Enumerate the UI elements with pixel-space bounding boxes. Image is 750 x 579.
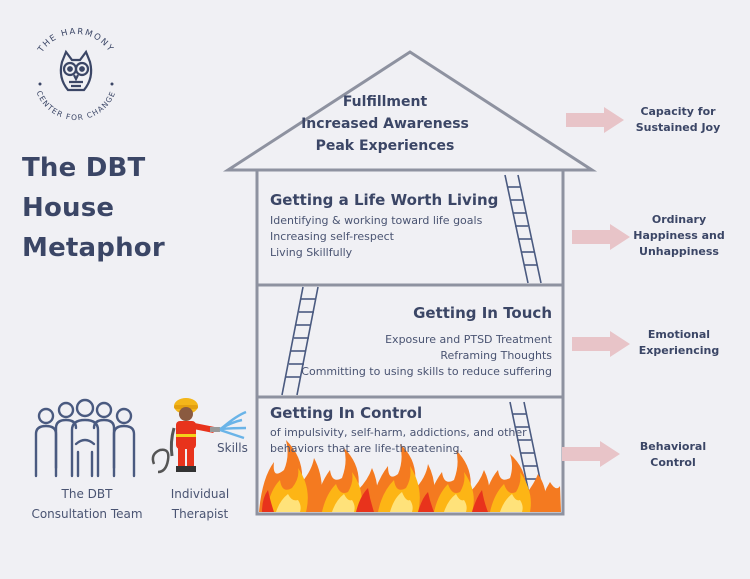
owl-icon bbox=[59, 49, 93, 92]
therapist-label: Individual Therapist bbox=[158, 484, 242, 524]
outcome-line: Experiencing bbox=[638, 344, 720, 357]
floor-top-title: Getting a Life Worth Living bbox=[270, 191, 499, 209]
team-icon bbox=[34, 398, 136, 478]
team-label-line: The DBT bbox=[61, 487, 113, 501]
team-label: The DBT Consultation Team bbox=[20, 484, 154, 524]
floor-middle-list: Exposure and PTSD Treatment Reframing Th… bbox=[300, 332, 552, 380]
outcome-label: Ordinary Happiness and Unhappiness bbox=[629, 212, 729, 260]
therapist-label-line: Individual bbox=[170, 487, 230, 501]
skills-label: Skills bbox=[217, 441, 248, 455]
arrow-right-icon bbox=[572, 224, 630, 250]
house-walls bbox=[255, 168, 565, 516]
firefighter-icon bbox=[151, 398, 247, 474]
floor-middle-title: Getting In Touch bbox=[413, 304, 552, 322]
floor-bottom-item: behaviors that are life-threatening. bbox=[270, 442, 463, 455]
floor-top-list: Identifying & working toward life goals … bbox=[270, 213, 482, 261]
floor-bottom-list: of impulsivity, self-harm, addictions, a… bbox=[270, 425, 527, 457]
floor-bottom-title: Getting In Control bbox=[270, 404, 423, 422]
ladder-icon bbox=[281, 286, 319, 396]
roof-text: Fulfillment Increased Awareness Peak Exp… bbox=[300, 91, 470, 157]
floor-top-item: Increasing self-respect bbox=[270, 230, 394, 243]
roof-line: Fulfillment bbox=[342, 94, 428, 110]
page-title: The DBT House Metaphor bbox=[22, 148, 192, 268]
title-line: Metaphor bbox=[22, 233, 165, 263]
title-line: The DBT bbox=[22, 153, 146, 183]
floor-bottom-item: of impulsivity, self-harm, addictions, a… bbox=[270, 426, 527, 439]
outcome-line: Happiness and bbox=[633, 229, 725, 242]
arrow-right-icon bbox=[562, 441, 620, 467]
outcome-line: Unhappiness bbox=[639, 245, 719, 258]
outcome-line: Control bbox=[650, 456, 696, 469]
floor-middle-item: Exposure and PTSD Treatment bbox=[385, 333, 552, 346]
floor-middle-item: Reframing Thoughts bbox=[440, 349, 552, 362]
floor-middle-item: Committing to using skills to reduce suf… bbox=[301, 365, 552, 378]
outcome-line: Ordinary bbox=[651, 213, 707, 226]
arrow-right-icon bbox=[572, 331, 630, 357]
ladder-icon bbox=[504, 174, 542, 284]
arrow-right-icon bbox=[566, 107, 624, 133]
roof-line: Increased Awareness bbox=[301, 116, 469, 132]
title-line: House bbox=[22, 193, 115, 223]
team-label-line: Consultation Team bbox=[31, 507, 143, 521]
flames-icon bbox=[259, 440, 561, 512]
floor-top-item: Identifying & working toward life goals bbox=[270, 214, 483, 227]
therapist-label-line: Therapist bbox=[171, 507, 229, 521]
roof-line: Peak Experiences bbox=[315, 138, 455, 154]
outcome-line: Capacity for bbox=[640, 105, 716, 118]
outcome-label: Emotional Experiencing bbox=[629, 327, 729, 359]
outcome-line: Emotional bbox=[647, 328, 711, 341]
outcome-line: Behavioral bbox=[639, 440, 707, 453]
floor-top-item: Living Skillfully bbox=[270, 246, 353, 259]
harmony-logo: THE HARMONY CENTER FOR CHANGE bbox=[34, 27, 116, 122]
outcome-label: Capacity for Sustained Joy bbox=[628, 104, 728, 136]
outcome-line: Sustained Joy bbox=[635, 121, 721, 134]
outcome-label: Behavioral Control bbox=[623, 439, 723, 471]
